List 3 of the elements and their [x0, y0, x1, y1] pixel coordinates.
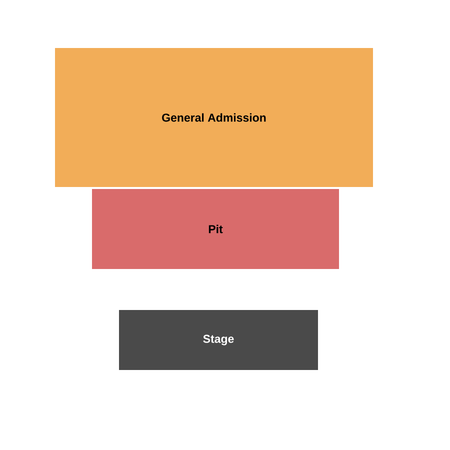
stage-block: Stage — [119, 310, 318, 370]
seating-section: General Admission — [55, 48, 373, 187]
seating-section: Pit — [92, 189, 339, 269]
